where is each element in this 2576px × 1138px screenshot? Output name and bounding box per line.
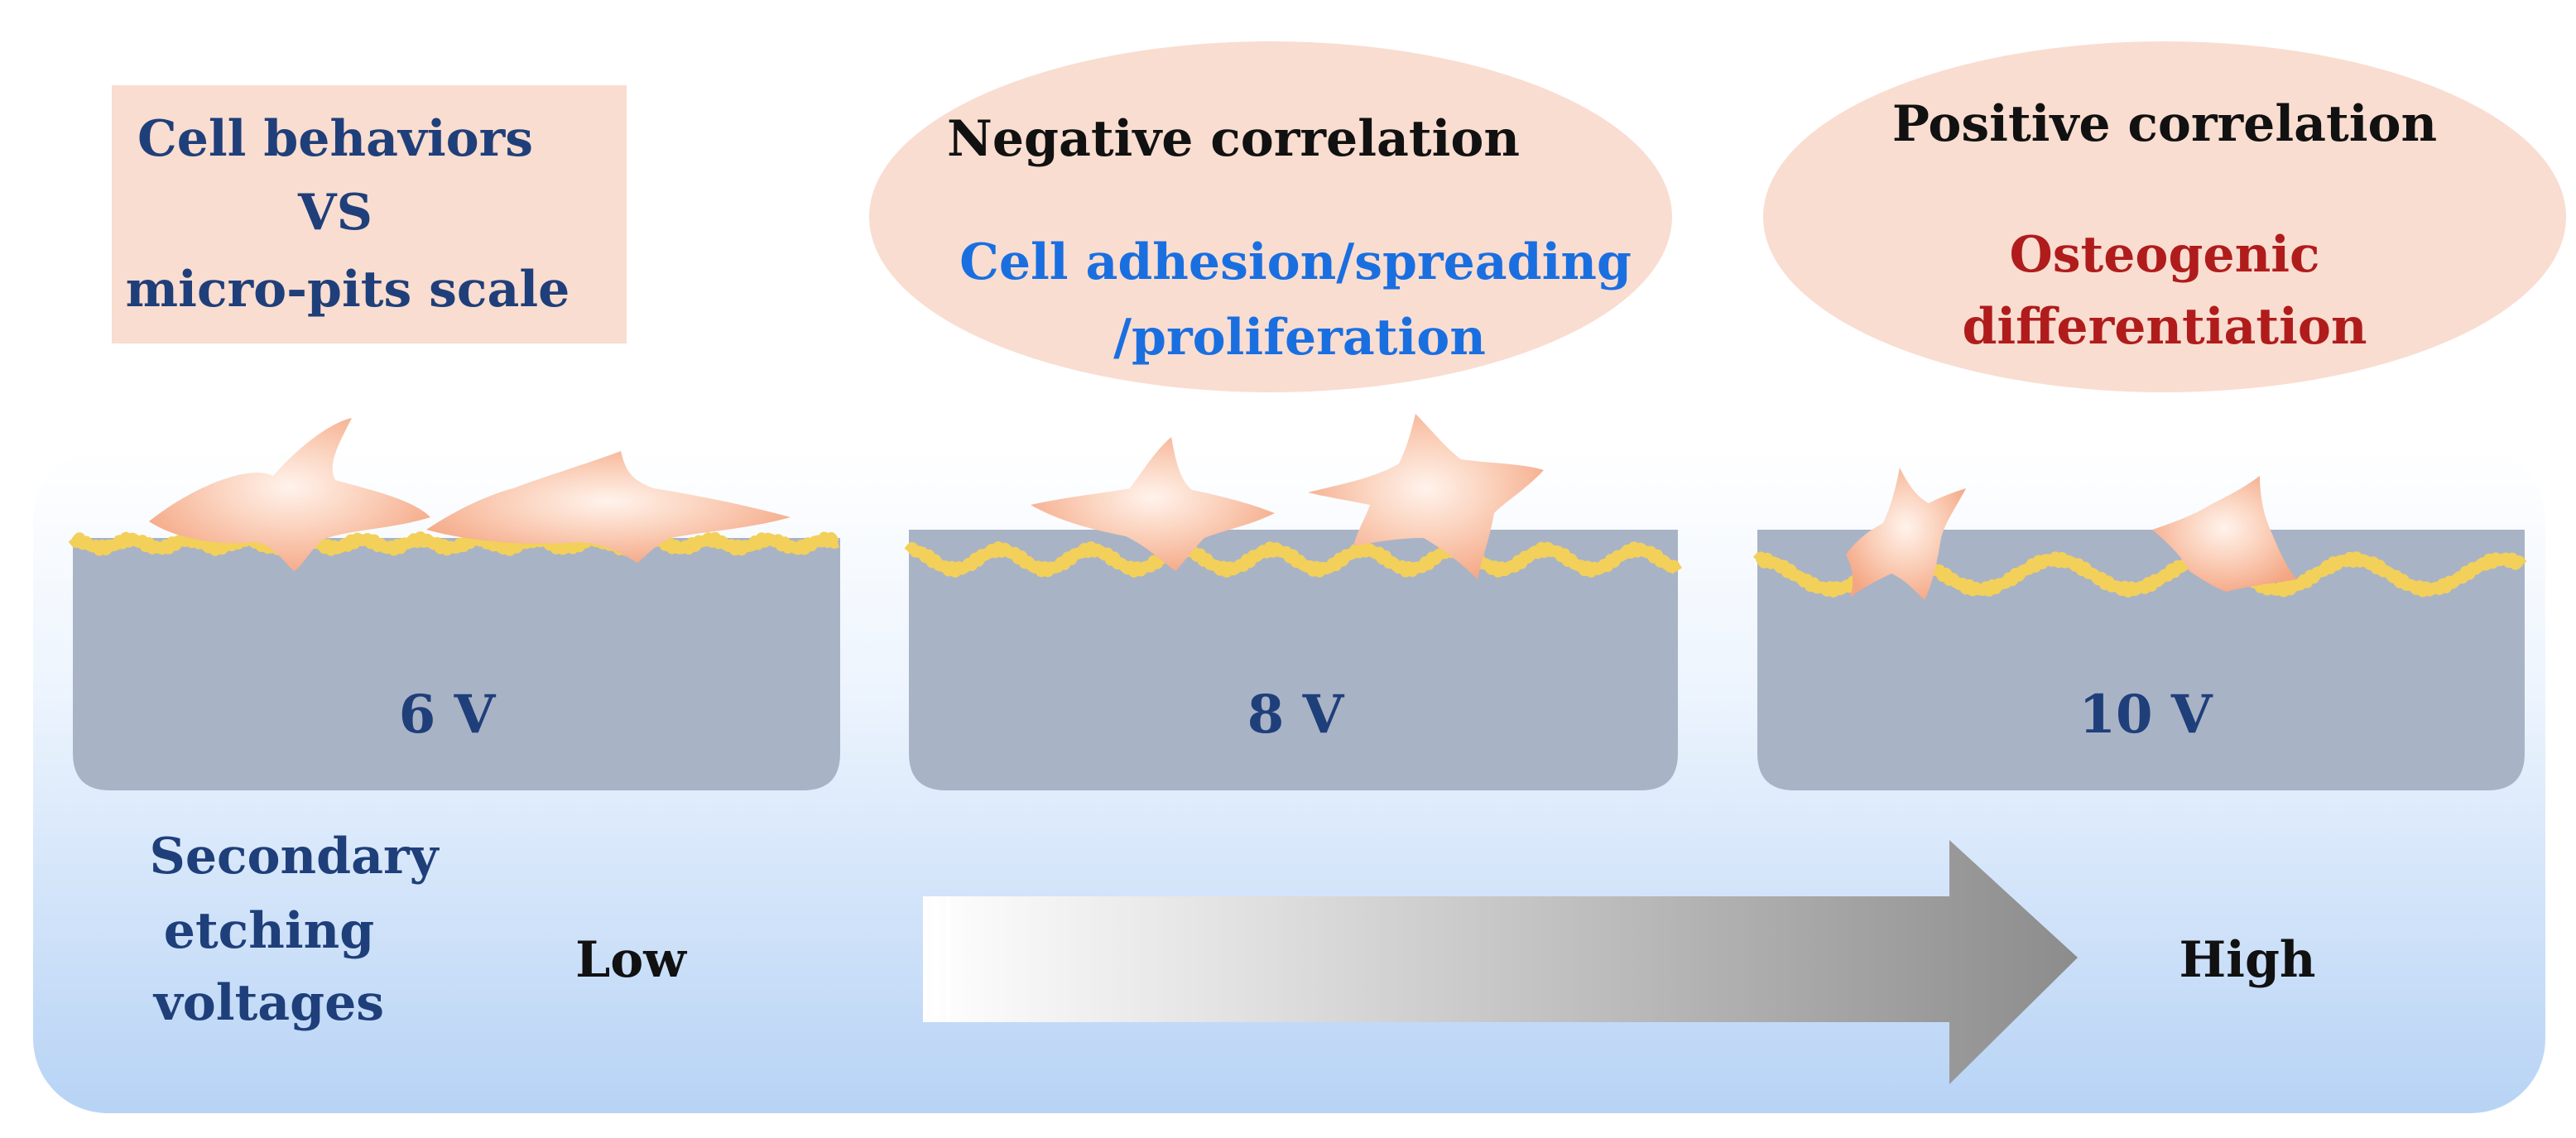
negative-bubble-line-2: /proliferation: [1113, 309, 1486, 367]
arrow-tail-stripe-2: [946, 896, 950, 1022]
axis-name: Secondary etching voltages: [150, 828, 440, 1032]
title-box: Cell behaviors VS micro-pits scale: [112, 85, 627, 343]
high-label: High: [2179, 931, 2315, 989]
axis-name-line-3: voltages: [152, 974, 384, 1032]
arrow-tail-stripe-1: [934, 896, 938, 1022]
title-line-1: Cell behaviors: [137, 110, 533, 168]
substrate-10v-label: 10 V: [2079, 684, 2213, 746]
increase-arrow-shape: [923, 840, 2078, 1084]
substrate-6v-coating: [68, 531, 840, 556]
positive-bubble-heading: Positive correlation: [1892, 95, 2437, 153]
cell-8v-left: [1031, 437, 1275, 571]
positive-bubble-line-2: differentiation: [1962, 298, 2367, 356]
cell-10v-right: [2152, 476, 2297, 592]
substrate-8v-coating: [904, 541, 1682, 578]
substrate-6v-label: 6 V: [399, 684, 497, 746]
increase-arrow: [923, 840, 2078, 1084]
negative-bubble-shape: [869, 41, 1672, 392]
cell-10v-left: [1846, 468, 1966, 600]
substrate-8v: 8 V: [904, 530, 1682, 790]
cell-6v-right: [426, 451, 791, 563]
positive-correlation-bubble: Positive correlation Osteogenic differen…: [1763, 41, 2566, 392]
positive-bubble-shape: [1763, 41, 2566, 392]
positive-bubble-line-1: Osteogenic: [2009, 226, 2319, 284]
title-line-2: VS: [297, 184, 372, 242]
negative-bubble-heading: Negative correlation: [947, 110, 1520, 168]
substrate-8v-block: [909, 530, 1678, 790]
low-label: Low: [575, 931, 687, 989]
axis-name-line-1: Secondary: [150, 828, 440, 886]
negative-bubble-line-1: Cell adhesion/spreading: [959, 233, 1632, 291]
substrate-6v-block: [73, 538, 840, 790]
substrate-10v-block: [1757, 530, 2525, 790]
cell-6v-left: [149, 418, 430, 571]
title-box-background: [112, 85, 627, 343]
substrate-8v-label: 8 V: [1247, 684, 1345, 746]
axis-name-line-2: etching: [164, 902, 374, 960]
substrate-6v: 6 V: [68, 531, 840, 790]
negative-correlation-bubble: Negative correlation Cell adhesion/sprea…: [869, 41, 1672, 392]
title-line-3: micro-pits scale: [126, 261, 570, 319]
cell-8v-right: [1308, 414, 1544, 579]
